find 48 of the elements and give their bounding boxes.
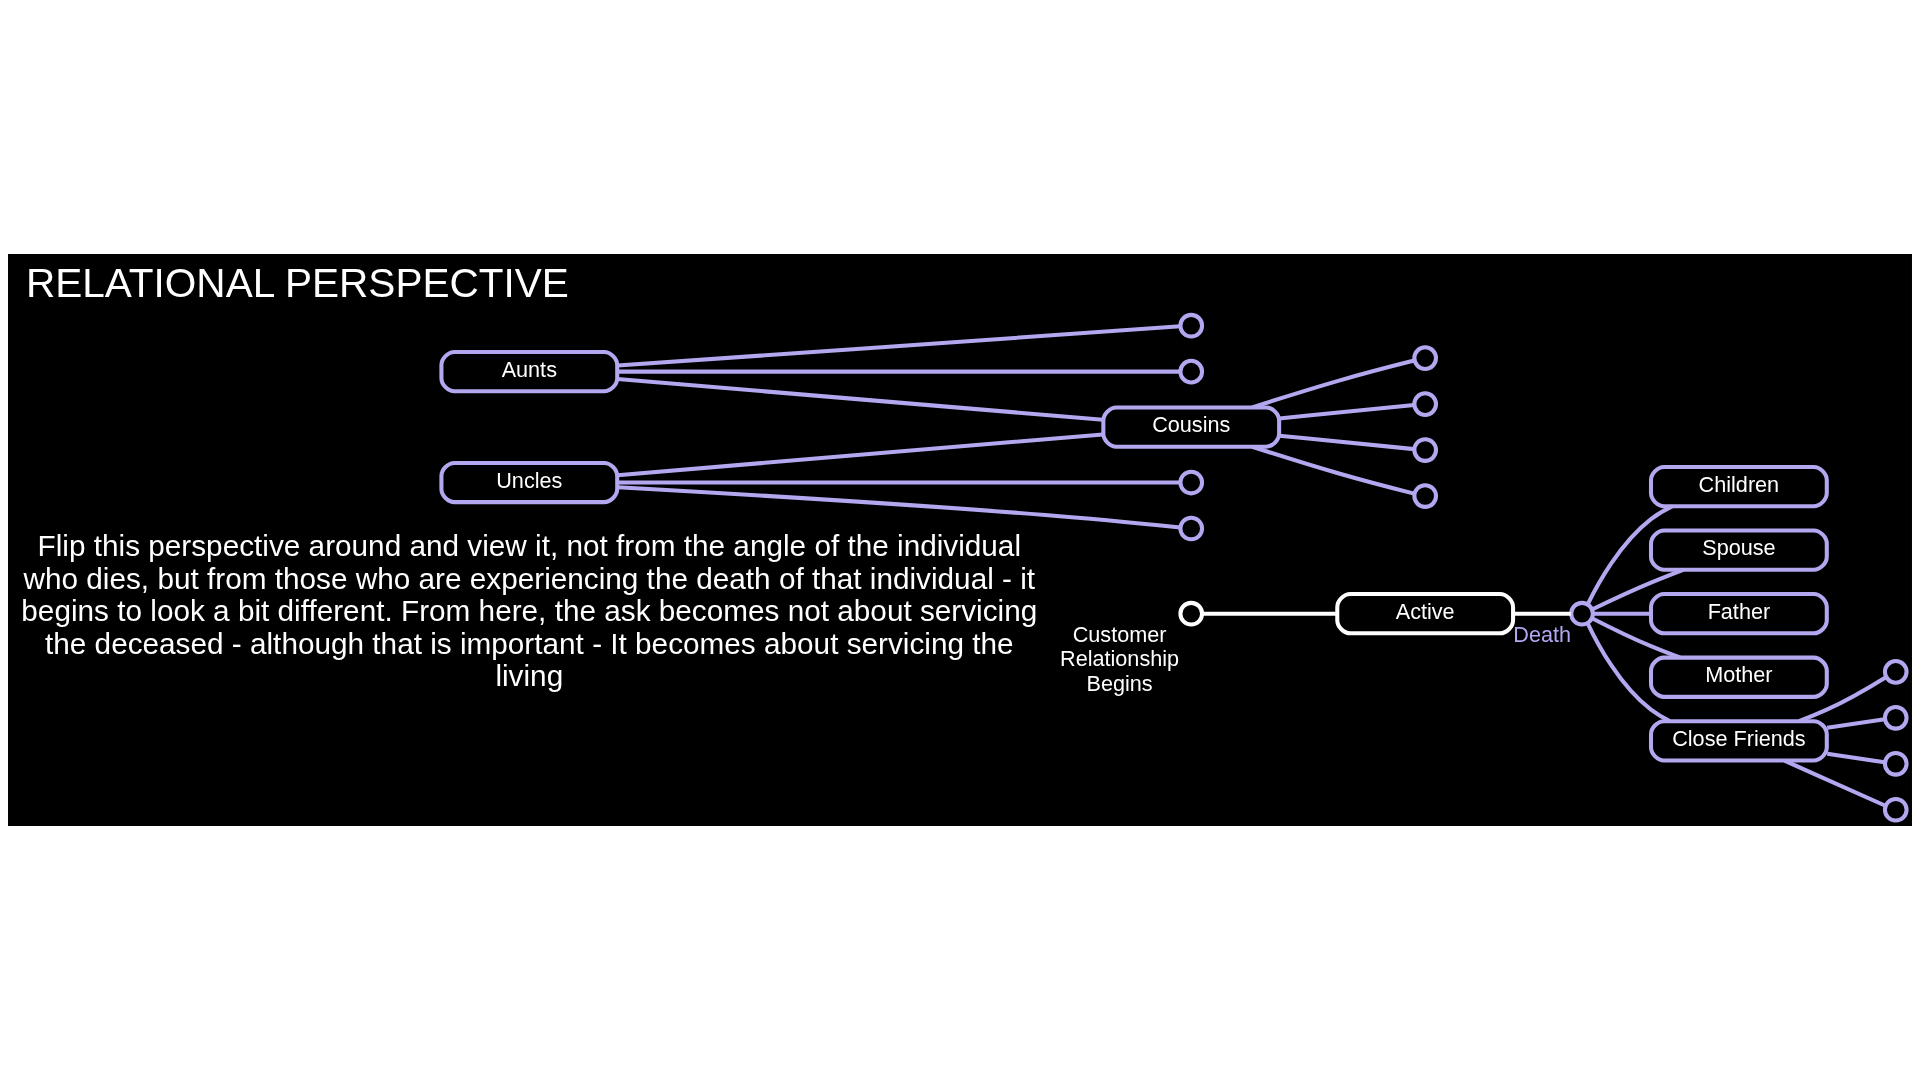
connector <box>1202 611 1337 616</box>
connector <box>1279 433 1415 452</box>
connector <box>617 485 1181 530</box>
node-box: Father <box>1648 592 1829 636</box>
connector <box>1826 751 1885 765</box>
connector <box>1251 444 1415 496</box>
connector <box>1585 622 1671 723</box>
connector <box>1251 358 1415 410</box>
node-box: Children <box>1648 464 1829 509</box>
node-circle <box>1178 312 1205 339</box>
connector <box>1586 504 1673 605</box>
node-box: Aunts <box>439 350 620 394</box>
connector <box>1593 611 1651 616</box>
connector <box>617 369 1181 374</box>
connector <box>1591 616 1681 660</box>
node-box: Active <box>1335 592 1516 636</box>
node-circle <box>1569 600 1595 627</box>
node-circle <box>1178 600 1205 627</box>
connector <box>617 432 1103 478</box>
node-box: Close Friends <box>1648 719 1829 763</box>
node-circle <box>1882 750 1909 777</box>
connector <box>1513 611 1571 616</box>
node-box: Uncles <box>439 460 620 505</box>
connector <box>617 480 1181 485</box>
node-circle <box>1178 469 1205 496</box>
connector <box>1826 717 1885 730</box>
node-box: Mother <box>1648 655 1829 699</box>
connector <box>1798 675 1887 724</box>
node-box: Cousins <box>1101 405 1282 449</box>
connector <box>1591 567 1684 612</box>
node-circle <box>1412 483 1438 509</box>
connector <box>617 376 1103 422</box>
node-circle <box>1882 796 1909 823</box>
node-circle <box>1412 345 1438 371</box>
node-circle <box>1412 391 1438 417</box>
node-circle <box>1882 659 1909 685</box>
connector <box>617 324 1181 368</box>
node-label: Customer Relationship Begins <box>1060 621 1180 696</box>
node-circle <box>1178 515 1205 542</box>
connector <box>1279 403 1415 421</box>
diagram-title: RELATIONAL PERSPECTIVE <box>25 260 569 307</box>
node-circle <box>1178 358 1205 385</box>
label: Flip this perspective around and view it, not from the angle of the individual who dies, but from those who are experiencing the death of that individual - it begins to look a bit different. From here, the ask becomes not about servicing the deceased - although that is important - It becomes about servicing the living <box>21 529 1038 693</box>
node-label: Death <box>1513 621 1571 647</box>
node-circle <box>1412 437 1438 463</box>
node-circle <box>1882 704 1909 731</box>
connector <box>1783 758 1887 808</box>
node-box: Spouse <box>1648 528 1829 572</box>
